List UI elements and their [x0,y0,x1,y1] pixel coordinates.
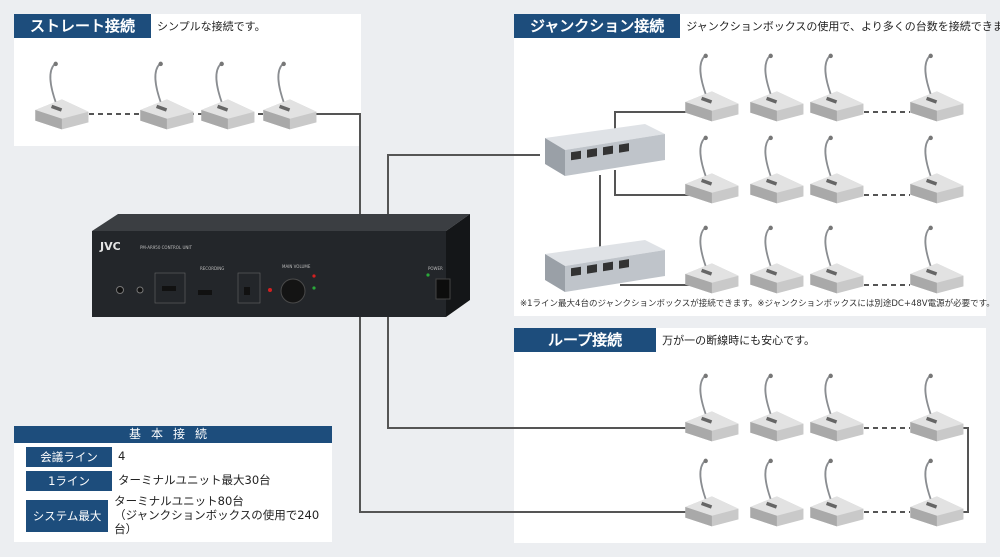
spec-key: 会議ライン [26,447,112,467]
straight-cable [300,113,361,214]
spec-key: 1ライン [26,471,112,491]
straight-header: ストレート接続 シンプルな接続です。 [14,14,266,38]
loop-mic [909,372,965,442]
junction-mic [684,134,740,204]
junction-desc: ジャンクションボックスの使用で、より多くの台数を接続できます。 [686,20,1000,33]
spec-row: システム最大 ターミナルユニット80台 （ジャンクションボックスの使用で240台… [26,494,332,536]
junction-mic [909,224,965,294]
signal-led [312,286,316,290]
straight-mic [34,60,90,130]
spec-key: システム最大 [26,499,109,532]
loop-mic [809,372,865,442]
spec-value: ターミナルユニット最大30台 [118,473,271,488]
loop-cable [359,317,700,513]
recording-label: RECORDING [200,266,224,271]
spec-value-line: ターミナルユニット80台 [114,494,244,508]
spec-row: 会議ライン 4 [26,447,332,467]
spec-row: 1ライン ターミナルユニット最大30台 [26,471,332,491]
mic-volume-knob[interactable] [136,286,144,294]
loop-mic [684,457,740,527]
junction-mic [749,52,805,122]
sd-card-slot[interactable] [162,286,176,291]
junction-mic [749,224,805,294]
junction-box-1 [545,124,665,176]
power-label: POWER [428,266,443,271]
loop-header: ループ接続 万が一の断線時にも安心です。 [514,328,815,352]
loop-mic [909,457,965,527]
junction-mic [684,52,740,122]
straight-title: ストレート接続 [14,14,152,38]
main-volume-label: MAIN VOLUME [282,264,311,269]
junction-cable [614,170,700,196]
junction-mic [909,134,965,204]
peak-led [312,274,316,278]
spec-title: 基本接続 [14,426,332,443]
junction-mic [909,52,965,122]
loop-mic [749,372,805,442]
control-unit: JVC PM-AR950 CONTROL UNIT RECORDING MAIN… [92,214,470,317]
junction-mic [749,134,805,204]
power-switch[interactable] [435,278,451,300]
junction-title: ジャンクション接続 [514,14,681,38]
loop-desc: 万が一の断線時にも安心です。 [662,334,816,347]
power-led [426,273,430,277]
rec-led [268,288,272,292]
loop-title: ループ接続 [514,328,657,352]
record-button[interactable] [244,287,250,295]
loop-mic [809,457,865,527]
junction-header: ジャンクション接続 ジャンクションボックスの使用で、より多くの台数を接続できます… [514,14,1000,38]
loop-mic [684,372,740,442]
headphone-jack[interactable] [116,286,124,294]
spec-value: ターミナルユニット80台 （ジャンクションボックスの使用で240台） [114,494,332,536]
spec-value: 4 [118,449,126,464]
junction-mic [809,224,865,294]
straight-desc: シンプルな接続です。 [157,20,266,33]
junction-mic [809,52,865,122]
spec-value-line: （ジャンクションボックスの使用で240台） [114,507,320,536]
junction-mic [809,134,865,204]
straight-mic [200,60,256,130]
junction-mic [684,224,740,294]
junction-cable [614,111,700,135]
loop-panel [514,328,986,543]
unit-brand: JVC [99,240,121,253]
unit-model: PM-AR950 CONTROL UNIT [140,245,193,250]
loop-cable [387,317,700,429]
loop-mic [749,457,805,527]
main-volume-knob[interactable] [280,278,306,304]
junction-cable [387,154,540,214]
junction-note: ※1ライン最大4台のジャンクションボックスが接続できます。※ジャンクションボック… [520,299,995,309]
straight-mic [139,60,195,130]
loop-cable [950,427,969,513]
straight-mic [262,60,318,130]
basic-spec-table: 基本接続 会議ライン 4 1ライン ターミナルユニット最大30台 システム最大 … [14,426,332,543]
usb-port[interactable] [198,290,212,295]
